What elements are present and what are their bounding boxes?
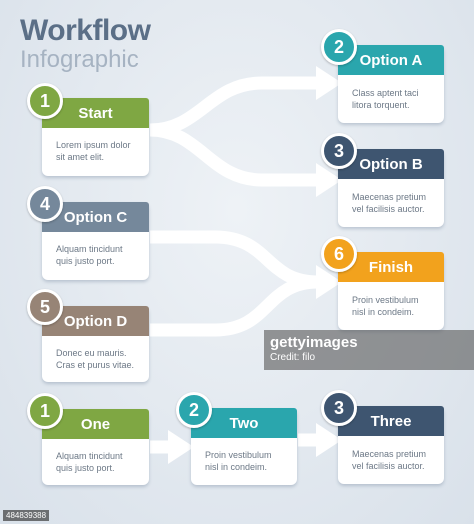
- arrowhead-two: [168, 430, 194, 464]
- arrow-start-to-option-a: [149, 76, 318, 137]
- one-text-line2: quis justo port.: [56, 463, 115, 473]
- arrow-option-c-to-finish: [150, 230, 319, 289]
- option-c-card: Option C Alquam tincidunt quis justo por…: [42, 202, 149, 280]
- option-d-step-badge: 5: [27, 289, 63, 325]
- start-text-line2: sit amet elit.: [56, 152, 105, 162]
- one-text-line1: Alquam tincidunt: [56, 451, 123, 461]
- three-text-line2: vel facilisis auctor.: [352, 461, 425, 471]
- stock-image-id: 484839388: [3, 510, 50, 521]
- arrow-option-d-to-finish: [150, 275, 319, 337]
- two-text-line1: Proin vestibulum: [205, 450, 272, 460]
- one-step-badge: 1: [27, 393, 63, 429]
- finish-step-badge: 6: [321, 236, 357, 272]
- start-text-line1: Lorem ipsum dolor: [56, 140, 131, 150]
- option-a-card: Option A Class aptent taci litora torque…: [338, 45, 444, 123]
- option-d-card: Option D Donec eu mauris. Cras et purus …: [42, 306, 149, 382]
- three-text-line1: Maecenas pretium: [352, 449, 427, 459]
- option-b-text-line2: vel facilisis auctor.: [352, 204, 425, 214]
- arrowhead-option-a: [316, 66, 342, 100]
- option-c-step-badge: 4: [27, 186, 63, 222]
- option-b-step-badge: 3: [321, 133, 357, 169]
- page-title: Workflow: [20, 14, 151, 47]
- arrowhead-finish: [316, 265, 342, 299]
- watermark-logo: gettyimages: [270, 334, 358, 351]
- arrowhead-option-b: [316, 163, 342, 197]
- option-b-text-line1: Maecenas pretium: [352, 192, 427, 202]
- page-subtitle: Infographic: [20, 46, 139, 73]
- two-step-badge: 2: [176, 392, 212, 428]
- two-card: Two Proin vestibulum nisl in condeim.: [191, 408, 297, 485]
- finish-text-line1: Proin vestibulum: [352, 295, 419, 305]
- arrow-start-to-option-b: [149, 123, 318, 187]
- option-d-text-line2: Cras et purus vitae.: [56, 360, 135, 370]
- arrowhead-three: [316, 423, 342, 457]
- option-c-text-line1: Alquam tincidunt: [56, 244, 123, 254]
- start-step-badge: 1: [27, 83, 63, 119]
- option-c-text-line2: quis justo port.: [56, 256, 115, 266]
- option-a-step-badge: 2: [321, 29, 357, 65]
- option-a-text-line1: Class aptent taci: [352, 88, 419, 98]
- option-d-text-line1: Donec eu mauris.: [56, 348, 127, 358]
- two-text-line2: nisl in condeim.: [205, 462, 268, 472]
- watermark-credit: Credit: filo: [270, 352, 316, 363]
- three-step-badge: 3: [321, 390, 357, 426]
- finish-text-line2: nisl in condeim.: [352, 307, 415, 317]
- watermark-banner: gettyimages Credit: filo: [264, 330, 474, 370]
- three-card: Three Maecenas pretium vel facilisis auc…: [338, 406, 444, 484]
- option-a-text-line2: litora torquent.: [352, 100, 410, 110]
- option-b-card: Option B Maecenas pretium vel facilisis …: [338, 149, 444, 227]
